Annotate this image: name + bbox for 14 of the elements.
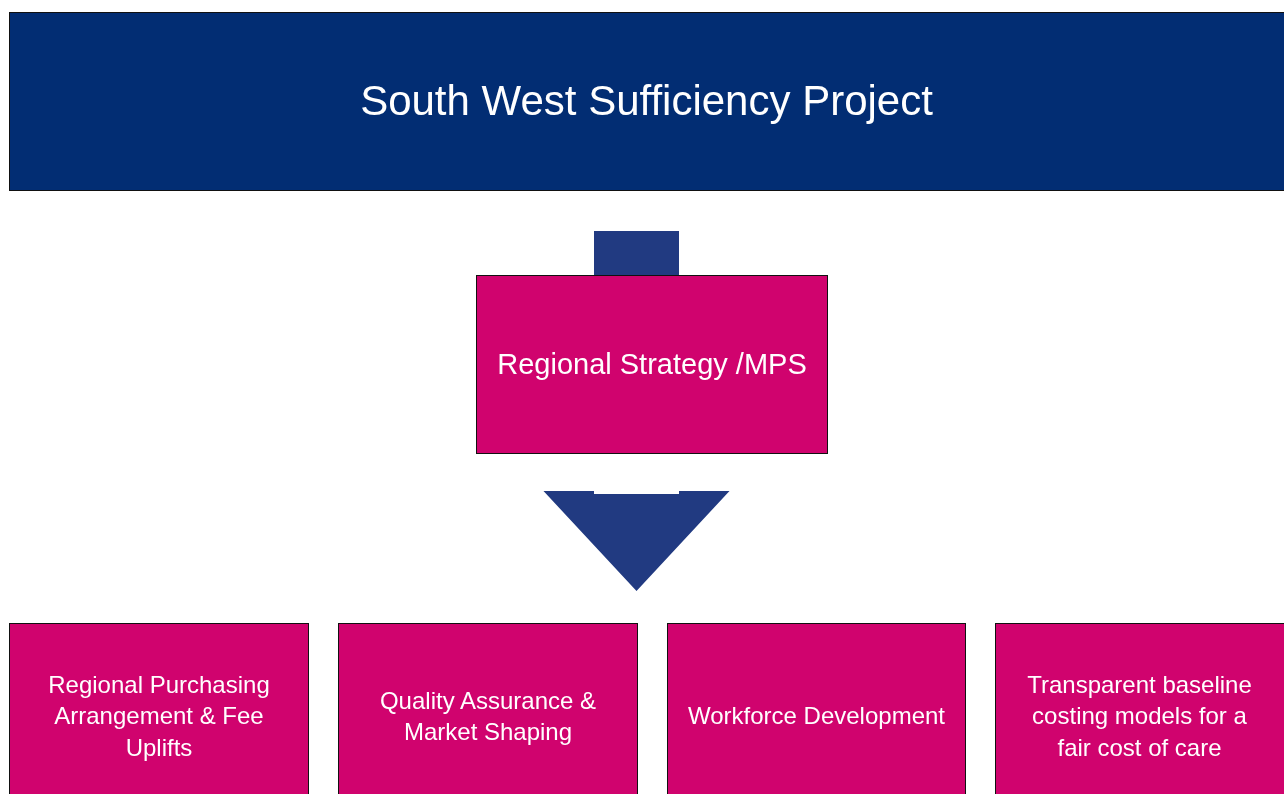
workstream-box <box>9 623 309 794</box>
block-arrow <box>594 231 679 275</box>
box-label: Quality Assurance & Market Shaping <box>378 685 598 747</box>
workstream-box <box>995 623 1284 794</box>
title-banner <box>9 12 1284 191</box>
workstream-box <box>667 623 966 794</box>
box-label: South West Sufficiency Project <box>359 76 934 127</box>
block-arrow <box>543 491 730 591</box>
workstream-box <box>338 623 638 794</box>
box-label: Workforce Development <box>687 701 946 732</box>
box-label: Regional Strategy /MPS <box>496 346 808 382</box>
strategy-box <box>476 275 828 454</box>
box-label: Transparent baseline costing models for a fair cost of care <box>1026 670 1253 763</box>
box-label: Regional Purchasing Arrangement & Fee Uplifts <box>47 670 271 763</box>
